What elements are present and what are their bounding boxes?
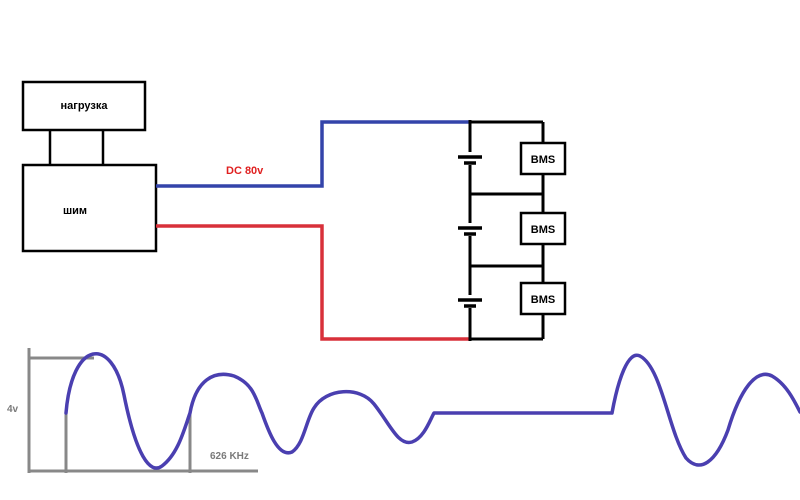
dc-voltage-label: DC 80v: [226, 165, 264, 177]
load-box: [21, 80, 147, 132]
amplitude-label: 4v: [7, 404, 19, 415]
positive-wire: [156, 120, 470, 188]
bms-box-1: [519, 141, 567, 176]
frequency-label: 626 KHz: [210, 451, 249, 462]
bms-label-1: BMS: [531, 154, 555, 166]
bms-rail: [470, 120, 545, 341]
bms-label-3: BMS: [531, 294, 555, 306]
load-label: нагрузка: [61, 100, 109, 112]
battery-stack: [458, 120, 482, 341]
bms-box-3: [519, 281, 567, 316]
bms-box-2: [519, 211, 567, 246]
bms-label-2: BMS: [531, 224, 555, 236]
pwm-box: [21, 163, 158, 253]
pwm-label: шим: [63, 205, 87, 217]
negative-wire: [156, 224, 470, 341]
pwm-waveform: [64, 352, 800, 470]
